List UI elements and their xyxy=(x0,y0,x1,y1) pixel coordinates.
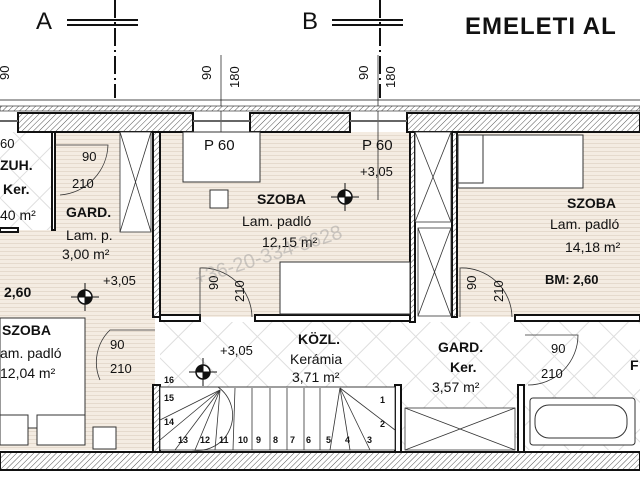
room-szoba-left-area: 12,04 m² xyxy=(0,365,56,381)
level-label-2: +3,05 xyxy=(103,273,136,288)
room-szoba-right-area: 14,18 m² xyxy=(565,239,621,255)
axis-label-a: A xyxy=(36,8,53,35)
stair-step-16: 16 xyxy=(164,375,175,385)
stair-step-6: 6 xyxy=(306,435,312,445)
room-szoba-mid-name: SZOBA xyxy=(257,191,306,207)
level-label-1: +3,05 xyxy=(360,164,393,179)
axis-label-b: B xyxy=(302,8,319,35)
room-bath-name: F xyxy=(630,357,639,373)
room-gard-right-name: GARD. xyxy=(438,339,484,355)
stair-step-4: 4 xyxy=(345,435,351,445)
ceiling-height-right: BM: 2,60 xyxy=(545,272,599,287)
room-gard-right-area: 3,57 m² xyxy=(432,379,480,395)
dim-mid-a: 90 xyxy=(199,65,214,80)
room-szoba-left-floor: am. padló xyxy=(0,345,62,361)
stair-step-12: 12 xyxy=(200,435,211,445)
ceiling-height-left: 2,60 xyxy=(4,284,32,300)
floor-kozl xyxy=(160,322,400,387)
stair-step-7: 7 xyxy=(290,435,296,445)
window-label-2: P 60 xyxy=(362,137,393,154)
stair-step-10: 10 xyxy=(238,435,249,445)
floor-zuh xyxy=(0,132,55,230)
stair-step-13: 13 xyxy=(178,435,189,445)
room-szoba-mid-area: 12,15 m² xyxy=(262,234,318,250)
stair-step-1: 1 xyxy=(380,395,386,405)
room-szoba-mid-floor: Lam. padló xyxy=(242,213,312,229)
door-5-height: 210 xyxy=(541,366,563,381)
room-gard-right-floor: Ker. xyxy=(450,359,477,375)
plan-title: EMELETI AL xyxy=(465,13,617,40)
door-swings xyxy=(55,144,579,386)
stair-step-8: 8 xyxy=(273,435,279,445)
room-gard-left-area: 3,00 m² xyxy=(62,246,110,262)
door-4-width: 90 xyxy=(110,337,125,352)
stair-step-11: 11 xyxy=(219,435,229,445)
door-3-width: 90 xyxy=(464,275,479,290)
room-zuh-floor: Ker. xyxy=(3,181,30,197)
door-2-height: 210 xyxy=(232,280,247,302)
bottom-wall xyxy=(0,451,640,471)
door-5-width: 90 xyxy=(551,341,566,356)
top-wall xyxy=(0,105,640,133)
closets xyxy=(119,131,516,451)
room-kozl-floor: Kerámia xyxy=(290,351,343,367)
staircase xyxy=(159,386,396,451)
room-szoba-right-name: SZOBA xyxy=(567,195,616,211)
interior-walls xyxy=(0,131,640,453)
room-kozl-name: KÖZL. xyxy=(298,331,340,347)
room-szoba-right-floor: Lam. padló xyxy=(550,216,620,232)
dim-mid-b: 180 xyxy=(227,66,242,88)
room-zuh-area: 40 m² xyxy=(0,207,36,223)
room-zuh-name: ZUH. xyxy=(0,157,33,173)
window-label-1: P 60 xyxy=(204,137,235,154)
stair-step-15: 15 xyxy=(164,393,175,403)
stair-step-14: 14 xyxy=(164,417,175,427)
stair-step-3: 3 xyxy=(367,435,373,445)
room-gard-left-name: GARD. xyxy=(66,204,112,220)
room-szoba-left-name: SZOBA xyxy=(2,322,51,338)
stair-step-5: 5 xyxy=(326,435,332,445)
stair-step-9: 9 xyxy=(256,435,262,445)
level-label-3: +3,05 xyxy=(220,343,253,358)
furniture xyxy=(0,131,636,450)
door-1-width: 90 xyxy=(82,149,97,164)
door-4-height: 210 xyxy=(110,361,132,376)
dim-right-b: 180 xyxy=(383,66,398,88)
zuh-dim: 60 xyxy=(0,136,15,151)
room-kozl-area: 3,71 m² xyxy=(292,369,340,385)
dim-right-a: 90 xyxy=(356,65,371,80)
room-gard-left-floor: Lam. p. xyxy=(66,227,113,243)
door-3-height: 210 xyxy=(491,280,506,302)
stair-step-2: 2 xyxy=(380,419,386,429)
dim-left: 90 xyxy=(0,65,12,80)
level-markers xyxy=(71,183,359,386)
door-1-height: 210 xyxy=(72,176,94,191)
